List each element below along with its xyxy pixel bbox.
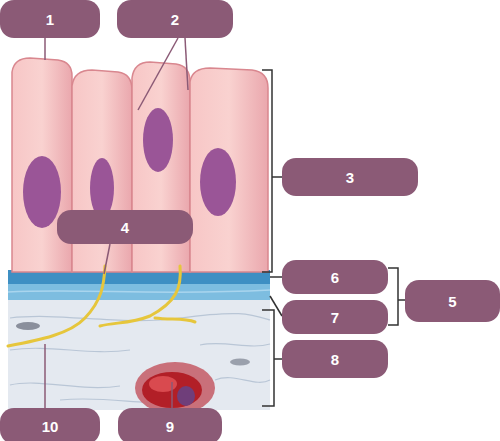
- cell-nucleus: [90, 158, 114, 218]
- columnar-cells: [12, 58, 268, 272]
- callout-box: 5: [405, 280, 500, 322]
- nerve-fibers: [8, 266, 195, 346]
- callout-box: 7: [282, 300, 388, 334]
- callout-box: 3: [282, 158, 418, 196]
- red-blood-cell: [142, 372, 202, 408]
- fiber: [10, 348, 130, 351]
- callout-number: 7: [331, 309, 339, 326]
- bracket: [272, 176, 282, 178]
- callout-box: 4: [57, 210, 193, 244]
- callout-number: 1: [46, 11, 54, 28]
- bracket: [262, 70, 272, 272]
- callout-box: 9: [118, 408, 222, 441]
- leader-line: [138, 38, 178, 110]
- leader-line: [44, 38, 46, 60]
- callout-box: 6: [282, 260, 388, 294]
- bracket: [398, 299, 405, 301]
- callout-number: 8: [331, 351, 339, 368]
- fibroblast: [16, 322, 40, 330]
- brackets: [262, 70, 405, 406]
- callout-number: 3: [346, 169, 354, 186]
- fiber: [10, 383, 120, 388]
- epithelial-cell: [190, 68, 268, 272]
- bracket: [388, 268, 398, 325]
- leader-line: [104, 244, 110, 274]
- fiber: [60, 399, 150, 402]
- endothelial-nucleus: [177, 386, 195, 406]
- bracket: [270, 296, 282, 316]
- reticular-lamina: [8, 284, 270, 300]
- callout-number: 5: [448, 293, 456, 310]
- fibroblast: [230, 359, 250, 366]
- leader-line: [185, 38, 188, 90]
- cell-nucleus: [143, 108, 173, 172]
- nerve-fiber: [8, 266, 105, 346]
- callout-box: 2: [117, 0, 233, 38]
- callout-number: 4: [121, 219, 129, 236]
- blood-vessel: [135, 362, 215, 414]
- bracket: [270, 276, 282, 278]
- red-blood-cell: [149, 376, 177, 392]
- leader-line: [44, 344, 46, 408]
- cell-nucleus: [200, 148, 236, 216]
- callout-number: 2: [171, 11, 179, 28]
- fiber: [200, 344, 270, 346]
- fiber: [215, 378, 270, 383]
- lamina-fiber: [8, 290, 270, 292]
- callout-number: 9: [166, 418, 174, 435]
- callout-number: 6: [331, 269, 339, 286]
- cell-nucleus: [23, 156, 61, 228]
- callout-box: 1: [0, 0, 100, 38]
- bracket: [262, 310, 274, 406]
- callout-box: 8: [282, 340, 388, 378]
- leader-line: [171, 382, 173, 408]
- callout-box: 10: [0, 408, 100, 441]
- nerve-fiber: [155, 318, 195, 322]
- bracket: [274, 358, 282, 360]
- callout-number: 10: [42, 418, 59, 435]
- nerve-fiber: [100, 266, 180, 326]
